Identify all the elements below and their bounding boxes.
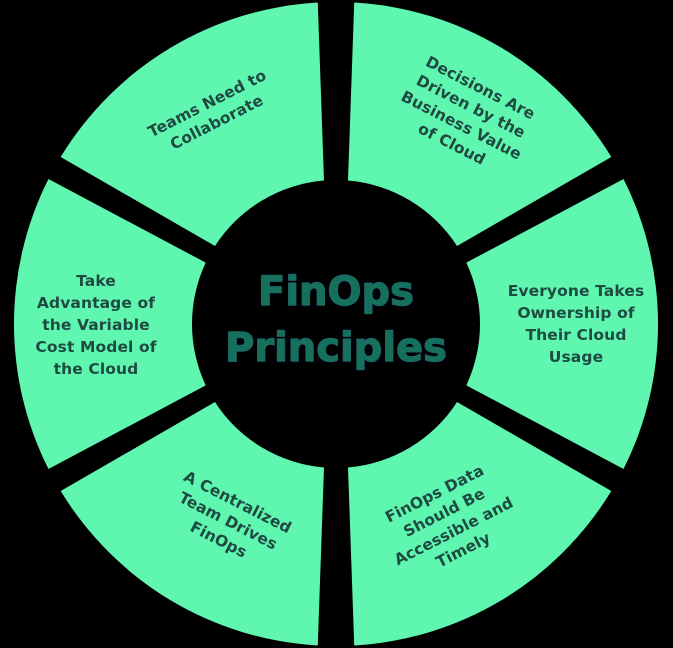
segment-label-line: the Variable bbox=[42, 316, 150, 334]
center-title-line-1: FinOps bbox=[258, 269, 414, 315]
segment-label-line: Ownership of bbox=[517, 304, 635, 322]
segment-label-line: Everyone Takes bbox=[508, 282, 645, 300]
segment-label-line: Take bbox=[76, 272, 116, 290]
center-title-line-2: Principles bbox=[225, 325, 447, 371]
segment-label-line: Advantage of bbox=[37, 294, 155, 312]
segment-everyone-takes-ownership[interactable] bbox=[466, 179, 659, 469]
center-hub: FinOps Principles bbox=[224, 268, 447, 371]
segment-label-line: the Cloud bbox=[54, 360, 139, 378]
segment-label-line: Usage bbox=[549, 348, 603, 366]
segment-finops-data-accessible-timely[interactable] bbox=[348, 401, 612, 646]
segment-label-line: Their Cloud bbox=[525, 326, 626, 344]
segment-centralized-team-drives-finops[interactable] bbox=[60, 401, 324, 646]
segment-label-line: Cost Model of bbox=[35, 338, 156, 356]
segment-take-advantage-variable-cost-model[interactable] bbox=[14, 179, 206, 469]
segment-teams-need-to-collaborate[interactable] bbox=[60, 2, 324, 247]
segment-decisions-driven-by-business-value[interactable] bbox=[348, 2, 612, 247]
